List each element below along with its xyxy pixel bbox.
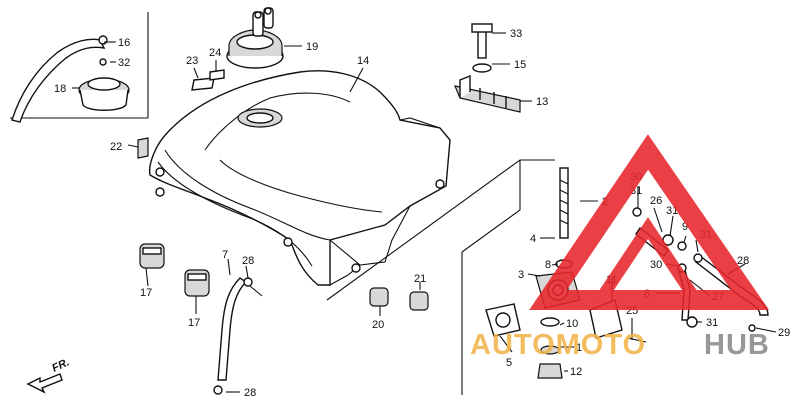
callout-17b: 17	[188, 317, 200, 329]
callout-31d: 31	[706, 317, 718, 329]
callout-20a: 20	[372, 319, 384, 331]
front-direction-indicator: FR.	[26, 356, 71, 394]
fuel-tank	[148, 70, 451, 286]
callout-21: 22	[110, 141, 122, 153]
callout-7: 7	[222, 249, 228, 261]
callout-1: 1	[576, 342, 582, 354]
callout-4: 4	[530, 233, 536, 245]
callout-22: 23	[186, 55, 198, 67]
callout-9: 9	[682, 221, 688, 233]
callout-28b: 28	[244, 387, 256, 399]
callout-29: 29	[778, 327, 790, 339]
watermark-text-b: HUB	[704, 329, 770, 361]
callout-16: 16	[118, 37, 130, 49]
callout-17a: 17	[140, 287, 152, 299]
callout-12: 12	[570, 366, 582, 378]
callout-8: 8	[545, 259, 551, 271]
callout-23: 24	[209, 47, 221, 59]
drain-tube	[213, 277, 263, 395]
callout-28a: 28	[242, 255, 254, 267]
filler-neck-assembly	[11, 35, 130, 123]
callout-19: 19	[306, 41, 318, 53]
watermark-logo: AUTOMOTO HUB	[470, 134, 770, 361]
callout-3: 3	[518, 269, 524, 281]
callout-32: 32	[118, 57, 130, 69]
callout-33: 33	[510, 28, 522, 40]
watermark-text-a: AUTOMOTO	[470, 329, 646, 361]
direction-label: FR.	[50, 356, 71, 374]
callout-18: 18	[54, 83, 66, 95]
emblem-pieces	[137, 69, 225, 159]
watermark-triangle-inner	[588, 217, 708, 306]
section-dividers	[10, 12, 555, 395]
fuel-cap-assembly	[226, 7, 284, 69]
callout-10: 10	[566, 318, 578, 330]
mounting-bracket-group	[454, 23, 521, 113]
callout-15: 15	[514, 59, 526, 71]
callout-27: 28	[737, 255, 749, 267]
callout-20b: 21	[414, 273, 426, 285]
rubber-grommets	[139, 243, 429, 311]
callout-5: 5	[506, 357, 512, 369]
callout-30b: 30	[650, 259, 662, 271]
callout-25: 26	[650, 195, 662, 207]
callout-14: 14	[357, 55, 369, 67]
callout-13: 13	[536, 96, 548, 108]
